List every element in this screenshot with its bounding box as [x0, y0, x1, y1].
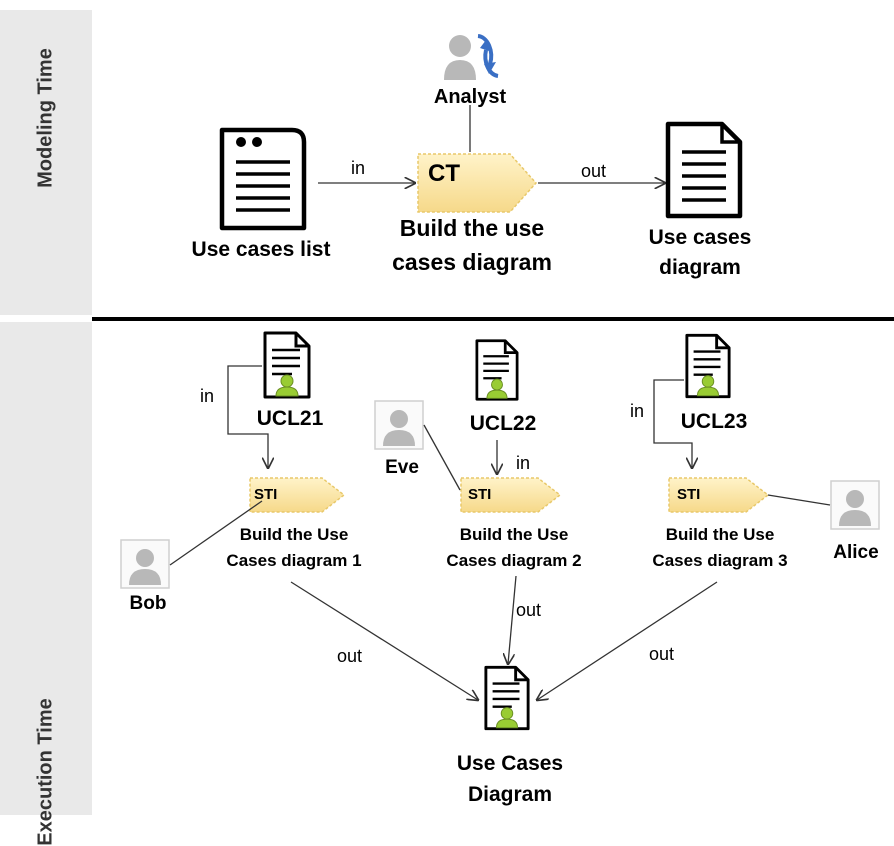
alice-label: Alice — [833, 542, 879, 563]
alice-person-icon — [830, 480, 880, 530]
sti-task-1-shape — [249, 477, 346, 513]
sti-task-2-shape — [460, 477, 562, 513]
sti-3-code-label: STI — [677, 486, 701, 503]
use-cases-list-document-icon — [219, 127, 307, 231]
task3-title-line1: Build the Use — [665, 525, 775, 544]
task1-out-edge — [290, 581, 478, 700]
task3-title-line2: Cases diagram 3 — [652, 551, 788, 570]
process-diagram — [120, 34, 880, 731]
ucl21-in-label: in — [200, 386, 215, 406]
ct-task-title-line1: Build the use — [399, 215, 545, 241]
ct-task-title-line2: cases diagram — [392, 249, 552, 275]
ucl22-in-label: in — [516, 453, 531, 473]
eve-link — [423, 424, 461, 491]
sti-1-code-label: STI — [254, 486, 278, 503]
ct-task-shape — [417, 153, 538, 213]
modeling-out-label: out — [581, 161, 607, 181]
analyst-label: Analyst — [433, 86, 507, 108]
use-cases-diagram-document-icon — [665, 121, 743, 219]
use-cases-diagram-result-icon — [484, 665, 530, 731]
modeling-time-lane: Modeling Time — [0, 10, 92, 315]
bob-link — [169, 500, 263, 566]
ucl23-document-icon — [685, 333, 731, 399]
ucl22-label: UCL22 — [469, 412, 537, 435]
bob-person-icon — [120, 539, 170, 589]
result-label-line2: Diagram — [467, 783, 553, 806]
ucl21-document-icon — [263, 331, 311, 399]
task2-out-label: out — [516, 600, 542, 620]
execution-time-lane: Execution Time — [0, 322, 92, 846]
lane-divider — [92, 317, 894, 321]
ucl23-in-edge — [653, 379, 692, 468]
use-cases-list-label: Use cases list — [191, 238, 331, 261]
task1-out-label: out — [337, 646, 363, 666]
task3-out-edge — [537, 581, 718, 700]
alice-link — [767, 494, 831, 506]
ucl23-in-label: in — [630, 401, 645, 421]
ct-code-label: CT — [428, 160, 460, 187]
sti-task-3-shape — [668, 477, 770, 513]
ucl21-in-edge — [227, 365, 268, 468]
eve-person-icon — [374, 400, 424, 450]
eve-label: Eve — [385, 457, 419, 478]
result-label-line1: Use Cases — [456, 752, 564, 775]
task2-title-line2: Cases diagram 2 — [446, 551, 582, 570]
task1-title-line1: Build the Use — [239, 525, 349, 544]
task3-out-label: out — [649, 644, 675, 664]
task1-title-line2: Cases diagram 1 — [226, 551, 362, 570]
ucl21-label: UCL21 — [256, 407, 324, 430]
task2-out-edge — [508, 575, 517, 664]
task2-title-line1: Build the Use — [459, 525, 569, 544]
cycle-arrows-icon — [477, 34, 499, 78]
sti-2-code-label: STI — [468, 486, 492, 503]
analyst-person-icon — [444, 35, 476, 80]
ucl22-document-icon — [475, 339, 519, 401]
use-cases-diagram-label-line2: diagram — [659, 256, 741, 279]
use-cases-diagram-label-line1: Use cases — [648, 226, 752, 249]
bob-label: Bob — [129, 593, 167, 614]
modeling-in-label: in — [351, 158, 366, 178]
ucl23-label: UCL23 — [680, 410, 748, 433]
